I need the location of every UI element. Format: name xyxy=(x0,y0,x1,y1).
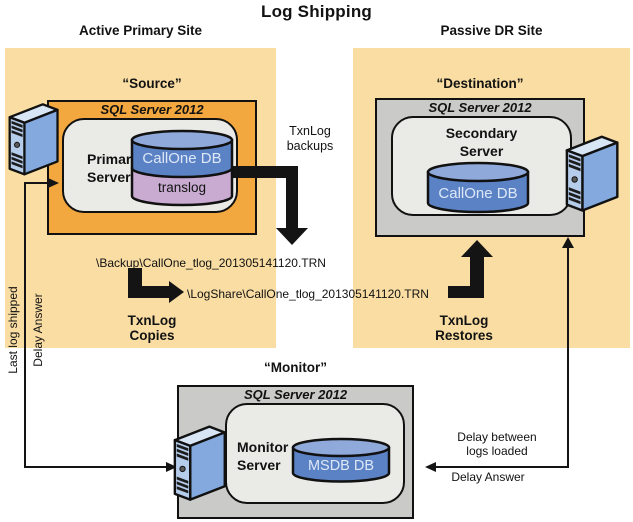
secondary-server-icon xyxy=(565,135,619,212)
primary-translog-name: translog xyxy=(158,180,206,195)
primary-database-cylinder: CallOne DB translog xyxy=(130,129,234,207)
txnlog-copies-label: TxnLog Copies xyxy=(127,313,177,343)
diagram-title: Log Shipping xyxy=(261,2,372,21)
active-primary-site-header: Active Primary Site xyxy=(78,23,203,38)
backup-file-path: \Backup\CallOne_tlog_201305141120.TRN xyxy=(96,256,326,270)
arrowhead-into-monitor-left xyxy=(166,462,177,472)
monitor-database-cylinder: MSDB DB xyxy=(291,437,391,483)
arrowhead-into-primary xyxy=(48,178,59,188)
destination-label: “Destination” xyxy=(436,76,524,91)
txnlog-restores-label: TxnLog Restores xyxy=(435,313,493,343)
primary-db-name: CallOne DB xyxy=(142,150,221,167)
monitor-db-name: MSDB DB xyxy=(308,458,374,474)
secondary-server-label: Secondary Server xyxy=(445,125,518,159)
delay-between-logs-label: Delay between logs loaded xyxy=(457,430,537,458)
monitor-server-icon xyxy=(173,425,226,501)
secondary-db-name: CallOne DB xyxy=(438,185,517,202)
arrowhead-into-monitor-right xyxy=(425,462,436,472)
secondary-database-cylinder: CallOne DB xyxy=(426,161,530,214)
delay-answer-right-label: Delay Answer xyxy=(451,470,525,484)
monitor-label: “Monitor” xyxy=(264,360,327,375)
delay-answer-left-label: Delay Answer xyxy=(31,293,45,367)
logshare-file-path: \LogShare\CallOne_tlog_201305141120.TRN xyxy=(187,287,429,301)
passive-dr-site-header: Passive DR Site xyxy=(440,23,543,38)
arrowhead-into-destination xyxy=(562,237,574,248)
destination-monitor-connector xyxy=(425,237,574,472)
monitor-server-label: Monitor Server xyxy=(237,439,289,473)
source-sql-server-label: SQL Server 2012 xyxy=(100,102,204,117)
txnlog-copies-arrow xyxy=(128,268,184,303)
source-label: “Source” xyxy=(122,76,182,91)
primary-server-icon xyxy=(8,103,59,176)
txnlog-backups-label: TxnLog backups xyxy=(286,124,334,153)
monitor-sql-server-label: SQL Server 2012 xyxy=(243,387,348,402)
txnlog-restores-arrow xyxy=(448,240,493,298)
last-log-shipped-label: Last log shipped xyxy=(6,286,20,374)
destination-sql-server-label: SQL Server 2012 xyxy=(428,100,532,115)
txnlog-backups-arrow xyxy=(232,166,308,245)
primary-monitor-connector xyxy=(24,178,177,472)
primary-server-label: Primary Server xyxy=(87,151,140,185)
